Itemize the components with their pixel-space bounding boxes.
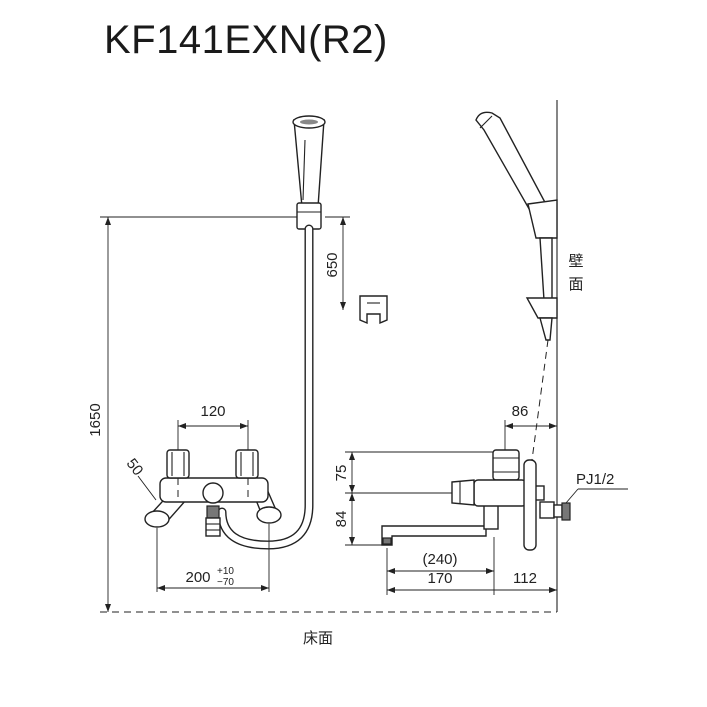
depth-86-dimension: 86 [504,403,557,452]
shower-head-side-icon [475,111,558,341]
hose-front [217,224,314,550]
shower-head-front-icon [292,115,326,230]
angle-50-dimension: 50 [123,455,157,501]
spout-length-dimension: (240) 170 112 [386,537,558,595]
spout-240-label: (240) [422,551,457,568]
lower-holder-icon [359,295,388,325]
pipe-200-tol-minus: −70 [217,577,234,588]
svg-text:壁: 壁 [568,252,583,270]
depth-86-label: 86 [512,403,529,420]
floor-label: 床面 [303,629,333,647]
angle-50-label: 50 [123,455,147,479]
model-title: KF141EXN(R2) [104,18,388,62]
spout-170-label: 170 [427,570,452,587]
height-75-label: 75 [333,465,350,482]
height-1650-label: 1650 [87,403,104,436]
height-1650-dimension: 1650 [87,216,300,612]
holder-650-dimension: 650 [324,216,350,310]
wall-label: 壁 面 [568,252,583,293]
faucet-body-front [144,449,282,537]
pj-label: PJ1/2 [565,471,628,504]
svg-text:面: 面 [568,275,583,293]
pipe-200-dimension: 200 +10 −70 [156,524,270,592]
hose-side [531,339,549,461]
svg-text:PJ1/2: PJ1/2 [576,471,614,488]
wall-112-label: 112 [513,570,537,587]
handle-120-label: 120 [200,403,225,420]
pipe-200-label: 200 [185,569,210,586]
height-84-label: 84 [333,511,350,528]
handle-120-dimension: 120 [177,403,249,452]
holder-650-label: 650 [324,252,341,277]
faucet-body-side [381,449,571,551]
pipe-200-tol-plus: +10 [217,566,234,577]
